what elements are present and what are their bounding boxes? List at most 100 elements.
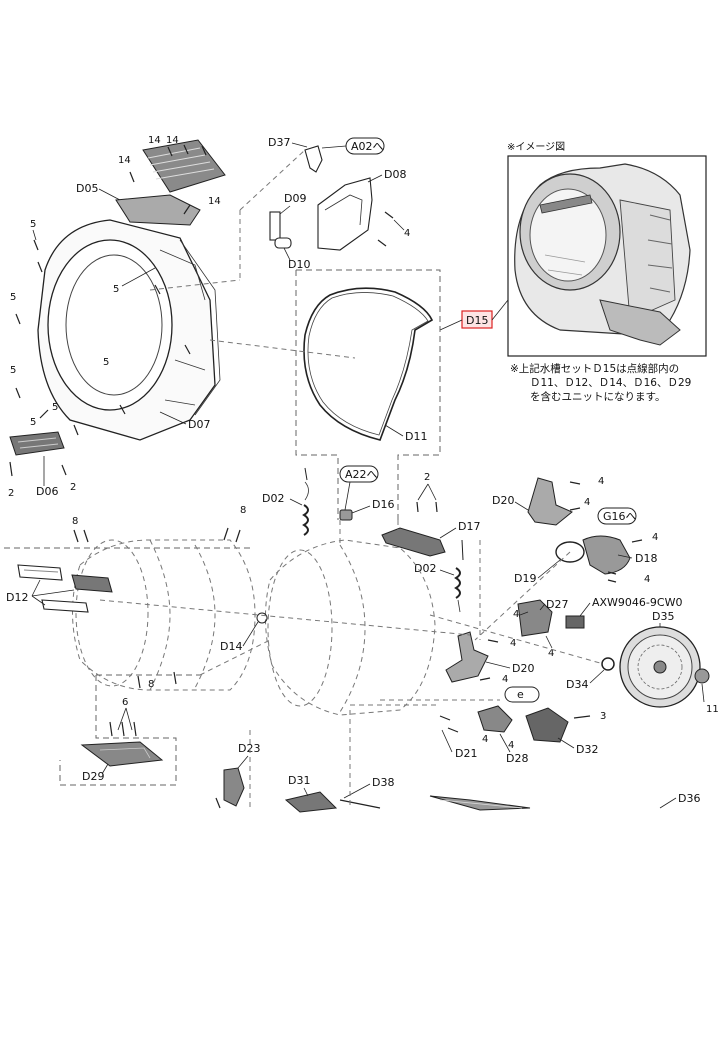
screw-4g: 4 xyxy=(548,648,554,659)
ref-e: e xyxy=(517,688,524,701)
d38-part[interactable]: D38 xyxy=(339,776,394,809)
image-note-line1: ※上記水槽セットＤ15は点線部内の xyxy=(510,362,679,375)
d23-part[interactable]: D23 xyxy=(215,742,260,809)
screw-4c: 4 xyxy=(584,497,590,508)
screw-3: 3 xyxy=(600,711,606,722)
d02-spring-left[interactable]: D02 xyxy=(262,467,309,536)
ref-a22: A22へ xyxy=(345,468,378,481)
d11-gasket[interactable]: D11 xyxy=(209,287,434,443)
d37-assembly[interactable]: D37 A02へ xyxy=(268,136,385,173)
screw-6: 6 xyxy=(122,697,128,708)
screw-8b: 8 xyxy=(240,505,246,516)
g16-ref[interactable]: G16へ xyxy=(597,507,637,525)
label-d29: D29 xyxy=(82,770,104,783)
label-d08: D08 xyxy=(384,168,406,181)
screw-14-alt: 14 xyxy=(208,196,221,207)
label-d20a: D20 xyxy=(492,494,514,507)
d18-d19-parts[interactable]: 4 D18 D19 4 xyxy=(514,532,658,585)
d36-part[interactable]: D36 xyxy=(429,792,700,811)
d12-lifters[interactable]: D12 xyxy=(6,564,113,613)
d08-bracket[interactable]: D08 4 xyxy=(317,168,410,251)
label-d27: D27 xyxy=(546,598,568,611)
screw-4b: 4 xyxy=(598,476,604,487)
image-note-line3: を含むユニットになります。 xyxy=(530,390,665,403)
screw-11: 11 xyxy=(706,704,719,715)
connection-lines xyxy=(149,149,601,808)
d31-part[interactable]: D31 xyxy=(284,774,338,813)
label-d17: D17 xyxy=(458,520,480,533)
screw-14c: 14 xyxy=(118,155,131,166)
label-d38: D38 xyxy=(372,776,394,789)
image-note-line2: Ｄ11、Ｄ12、Ｄ14、Ｄ16、Ｄ29 xyxy=(530,377,691,389)
screw-8a: 8 xyxy=(72,516,78,527)
image-reference-panel: ※イメージ図 ※上記水槽セットＤ15は点線部内の Ｄ11、Ｄ12、Ｄ14、Ｄ16… xyxy=(507,141,707,403)
label-d35: D35 xyxy=(652,610,674,623)
d06-part[interactable]: D06 2 2 xyxy=(8,424,79,499)
d14-outer-tub[interactable]: D14 xyxy=(99,539,500,716)
screw-5g: 5 xyxy=(52,402,58,413)
d05-bracket[interactable]: 14 D05 14 xyxy=(76,155,221,226)
ref-a02: A02へ xyxy=(351,140,384,153)
d27-part[interactable]: D27 AXW9046-9CW0 4 4 xyxy=(513,596,682,659)
d21-d28-d32-parts[interactable]: D21 4 D28 4 3 D32 xyxy=(439,705,606,765)
e-ref[interactable]: e xyxy=(504,686,540,703)
screw-4h: 4 xyxy=(510,638,516,649)
screw-2a: 2 xyxy=(8,488,14,499)
drum-unit-image xyxy=(514,163,691,346)
label-d16: D16 xyxy=(372,498,394,511)
screw-4i: 4 xyxy=(502,674,508,685)
label-d18: D18 xyxy=(635,552,657,565)
label-d19: D19 xyxy=(514,572,536,585)
screw-4d: 4 xyxy=(652,532,658,543)
image-note-title: ※イメージ図 xyxy=(507,141,565,153)
screw-14b: 14 xyxy=(166,135,179,146)
screw-5f: 5 xyxy=(30,417,36,428)
label-d28: D28 xyxy=(506,752,528,765)
d17-part[interactable]: 2 D17 xyxy=(381,472,480,557)
label-d11: D11 xyxy=(405,430,427,443)
screw-2b: 2 xyxy=(70,482,76,493)
screw-5d: 5 xyxy=(113,284,119,295)
screw-4f: 4 xyxy=(513,609,519,620)
screw-4a: 4 xyxy=(404,228,410,239)
label-d32: D32 xyxy=(576,743,598,756)
ref-g16: G16へ xyxy=(603,510,637,523)
label-d02b: D02 xyxy=(414,562,436,575)
d20-lower[interactable]: 4 D20 4 xyxy=(445,631,534,685)
label-d06: D06 xyxy=(36,485,58,498)
part-number-label: AXW9046-9CW0 xyxy=(592,596,682,609)
screw-14a: 14 xyxy=(148,135,161,146)
screw-5e: 5 xyxy=(103,357,109,368)
label-d07: D07 xyxy=(188,418,210,431)
label-d09: D09 xyxy=(284,192,306,205)
label-d36: D36 xyxy=(678,792,700,805)
top-cover-part[interactable]: 14 14 xyxy=(142,135,226,193)
label-d10: D10 xyxy=(288,258,310,271)
d20-upper[interactable]: D20 4 4 xyxy=(492,476,604,526)
label-d34: D34 xyxy=(566,678,588,691)
tub-front-d07[interactable]: D07 5 5 5 5 5 5 5 xyxy=(10,219,221,441)
a22-ref[interactable]: A22へ xyxy=(339,465,379,511)
label-d21: D21 xyxy=(455,747,477,760)
screw-5c: 5 xyxy=(10,365,16,376)
screw-8c: 8 xyxy=(148,679,154,690)
label-d31: D31 xyxy=(288,774,310,787)
label-d20b: D20 xyxy=(512,662,534,675)
d15-callout[interactable]: D15 xyxy=(439,299,509,331)
d09-d10-parts[interactable]: D09 D10 xyxy=(269,192,310,271)
screw-5a: 5 xyxy=(30,219,36,230)
label-d37: D37 xyxy=(268,136,290,149)
label-d05: D05 xyxy=(76,182,98,195)
label-d14: D14 xyxy=(220,640,242,653)
d29-part[interactable]: 6 D29 xyxy=(80,697,164,783)
d35-motor[interactable]: D35 11 D34 xyxy=(566,610,719,715)
screw-5b: 5 xyxy=(10,292,16,303)
label-d02a: D02 xyxy=(262,492,284,505)
label-d12: D12 xyxy=(6,591,28,604)
d15-label: D15 xyxy=(466,314,488,327)
inner-drum[interactable]: 8 8 8 xyxy=(72,505,256,691)
label-d23: D23 xyxy=(238,742,260,755)
screw-2c: 2 xyxy=(424,472,430,483)
d16-part[interactable]: D16 xyxy=(339,498,394,521)
